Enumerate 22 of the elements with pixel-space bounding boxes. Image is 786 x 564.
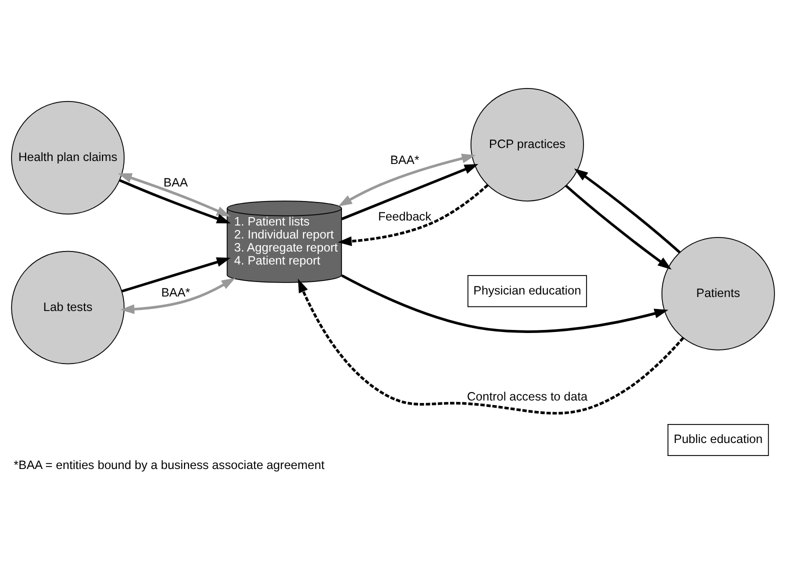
node-circle: Health plan claims [11,100,125,214]
node-box: Public education [668,424,769,456]
caption: *BAA = entities bound by a business associate agreement [14,458,324,472]
edge-label: BAA [164,175,188,190]
arrow [118,173,231,217]
arrow [298,278,684,414]
arrow [338,154,476,206]
edge-label: BAA* [390,152,420,167]
arrow [574,168,681,254]
arrow [121,257,231,293]
edge-label: BAA* [161,285,190,300]
edge-label: Feedback [378,209,432,224]
arrow [338,184,489,246]
arrow [119,179,231,224]
arrow [341,164,478,220]
node-circle: Patients [661,236,775,350]
arrow [565,184,672,270]
arrow [120,278,236,314]
node-circle: PCP practices [470,88,584,202]
edge-label: Control access to data [466,389,588,404]
node-box: Physician education [468,275,587,308]
node-circle: Lab tests [11,250,125,364]
